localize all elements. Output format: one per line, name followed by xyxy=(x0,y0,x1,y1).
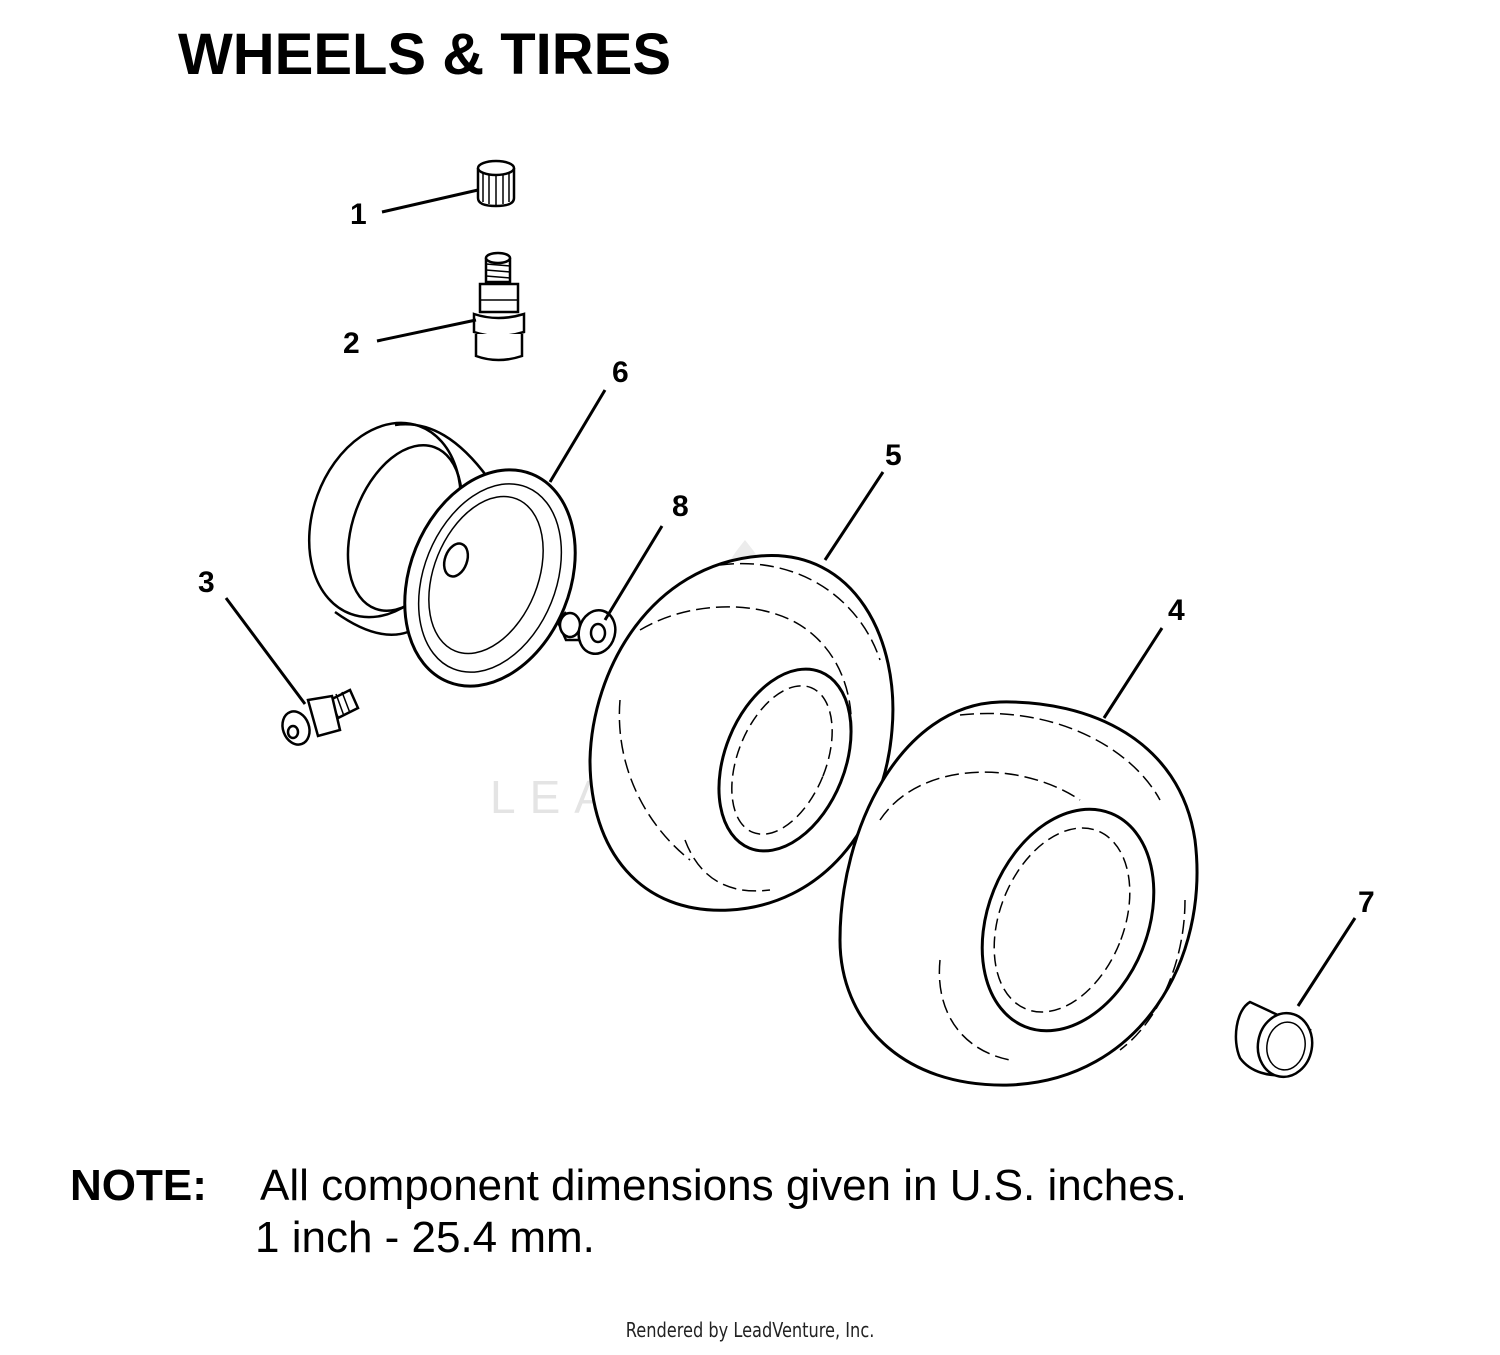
leader-line-7 xyxy=(1296,917,1357,1007)
leader-line-3 xyxy=(224,597,307,705)
part-4-rear-tire-icon xyxy=(838,700,1199,1087)
callout-5: 5 xyxy=(885,439,902,472)
leader-line-6 xyxy=(548,389,607,483)
diagram-title: WHEELS & TIRES xyxy=(178,22,672,87)
callout-1: 1 xyxy=(350,198,367,231)
leader-line-5 xyxy=(823,471,885,561)
part-8-bushing-icon xyxy=(556,608,617,656)
leader-line-4 xyxy=(1102,627,1164,719)
part-7-cap-icon xyxy=(1234,1000,1314,1079)
callout-2: 2 xyxy=(343,327,360,360)
part-3-grease-fitting-icon xyxy=(281,688,360,746)
leader-line-2 xyxy=(376,318,477,343)
leader-line-8 xyxy=(603,525,664,621)
note-line-1: All component dimensions given in U.S. i… xyxy=(260,1161,1187,1210)
leader-line-1 xyxy=(381,188,479,214)
note-line-2: 1 inch - 25.4 mm. xyxy=(255,1213,595,1262)
footer-credit: Rendered by LeadVenture, Inc. xyxy=(0,1318,1500,1342)
callout-8: 8 xyxy=(672,490,689,523)
footer-text: Rendered by LeadVenture, Inc. xyxy=(625,1318,875,1342)
callout-7: 7 xyxy=(1358,886,1375,919)
part-5-front-tire-icon xyxy=(588,554,895,912)
leader-lines xyxy=(224,188,1357,1007)
part-2-valve-stem-icon xyxy=(472,251,526,362)
callout-3: 3 xyxy=(198,566,215,599)
callout-4: 4 xyxy=(1168,594,1185,627)
part-1-valve-cap-icon xyxy=(476,159,516,208)
callout-6: 6 xyxy=(612,356,629,389)
note-label: NOTE: xyxy=(70,1161,207,1210)
part-6-rim-icon xyxy=(307,421,577,688)
